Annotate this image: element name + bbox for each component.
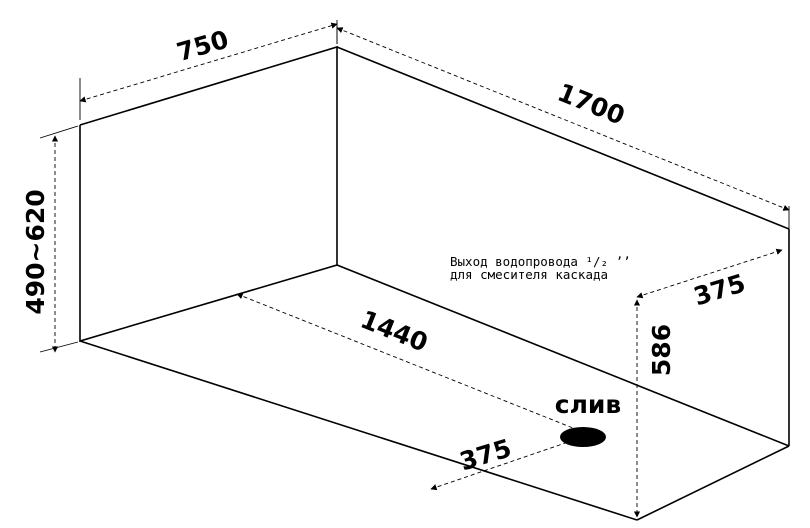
dim-inner-length: 1440 [236,293,584,433]
dim-height-label: 490~620 [21,189,50,314]
drain-label: слив [555,390,621,419]
dim-outlet-height: 586 [633,299,676,518]
left-end-wall [79,45,338,343]
dim-outlet-offset: 375 [636,248,783,311]
dim-width: 750 [79,20,338,120]
front-bottom-edge [79,340,638,521]
outlet-note-line2: для смесителя каскада [450,267,608,282]
top-back-edge [336,46,790,230]
dim-height: 490~620 [21,125,79,353]
dim-width-label: 750 [174,25,232,67]
outlet-note-line1: Выход водопровода ¹/₂ ʼʼ [450,254,631,269]
dim-drain-offset-label: 375 [456,433,514,476]
bathtub-outline [79,45,790,521]
dim-outlet-height-label: 586 [647,324,676,376]
drain-hole [560,427,606,447]
dim-inner-length-label: 1440 [356,305,431,358]
right-front-bottom-edge [636,445,790,521]
dim-length: 1700 [336,26,790,229]
dim-outlet-offset-label: 375 [690,268,748,311]
dim-length-label: 1700 [553,78,628,131]
